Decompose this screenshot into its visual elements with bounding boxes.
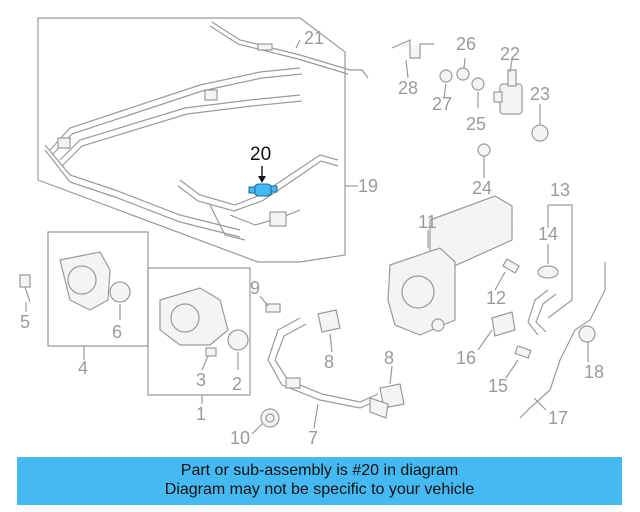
- group-1-box: [147, 267, 251, 396]
- parts-right-cluster: [491, 204, 606, 419]
- callout-label: 7: [308, 428, 318, 448]
- callout-label: 27: [432, 94, 452, 114]
- callout-label: 19: [358, 176, 378, 196]
- part-11-egr-cooler: [387, 195, 513, 336]
- callout-label: 1: [196, 404, 206, 424]
- callout-label: 14: [538, 224, 558, 244]
- callout-label: 10: [230, 428, 250, 448]
- callout-label: 22: [500, 44, 520, 64]
- callout-label: 28: [398, 78, 418, 98]
- group-4-box: [19, 231, 149, 347]
- callout-label: 21: [304, 28, 324, 48]
- callout-label: 11: [418, 212, 437, 232]
- banner-line-2: Diagram may not be specific to your vehi…: [164, 481, 475, 498]
- leader-lines: [25, 39, 589, 435]
- callout-label: 6: [112, 322, 122, 342]
- banner-line-1: Part or sub-assembly is #20 in diagram: [180, 462, 459, 479]
- highlight-callout: 20: [250, 144, 271, 165]
- part-20-valve: [248, 166, 278, 197]
- hose-assembly: [44, 67, 339, 241]
- callout-label: 24: [472, 178, 492, 198]
- callout-label: 25: [466, 114, 486, 134]
- callout-label: 9: [250, 278, 260, 298]
- callout-label: 23: [530, 84, 550, 104]
- parts-lower-center: [260, 303, 405, 428]
- callout-label: 3: [196, 370, 206, 390]
- group-19-outline: [37, 17, 346, 263]
- callout-label: 12: [486, 288, 506, 308]
- callout-label: 16: [456, 348, 476, 368]
- callout-label: 2: [232, 374, 242, 394]
- callout-label: 5: [20, 312, 30, 332]
- callout-label: 8: [324, 352, 334, 372]
- callout-label: 26: [456, 34, 476, 54]
- parts-upper-right: [391, 39, 549, 170]
- callout-label: 15: [488, 376, 508, 396]
- callout-label: 17: [548, 408, 568, 428]
- callout-labels: 19 21 22 23 24 25 26 27 28 11 13 14 12 1…: [20, 28, 604, 448]
- part-21-line: [209, 21, 369, 79]
- callout-label: 8: [384, 348, 394, 368]
- callout-label: 13: [550, 180, 570, 200]
- callout-label: 4: [78, 358, 88, 378]
- info-banner: Part or sub-assembly is #20 in diagram D…: [17, 457, 622, 505]
- callout-label: 18: [584, 362, 604, 382]
